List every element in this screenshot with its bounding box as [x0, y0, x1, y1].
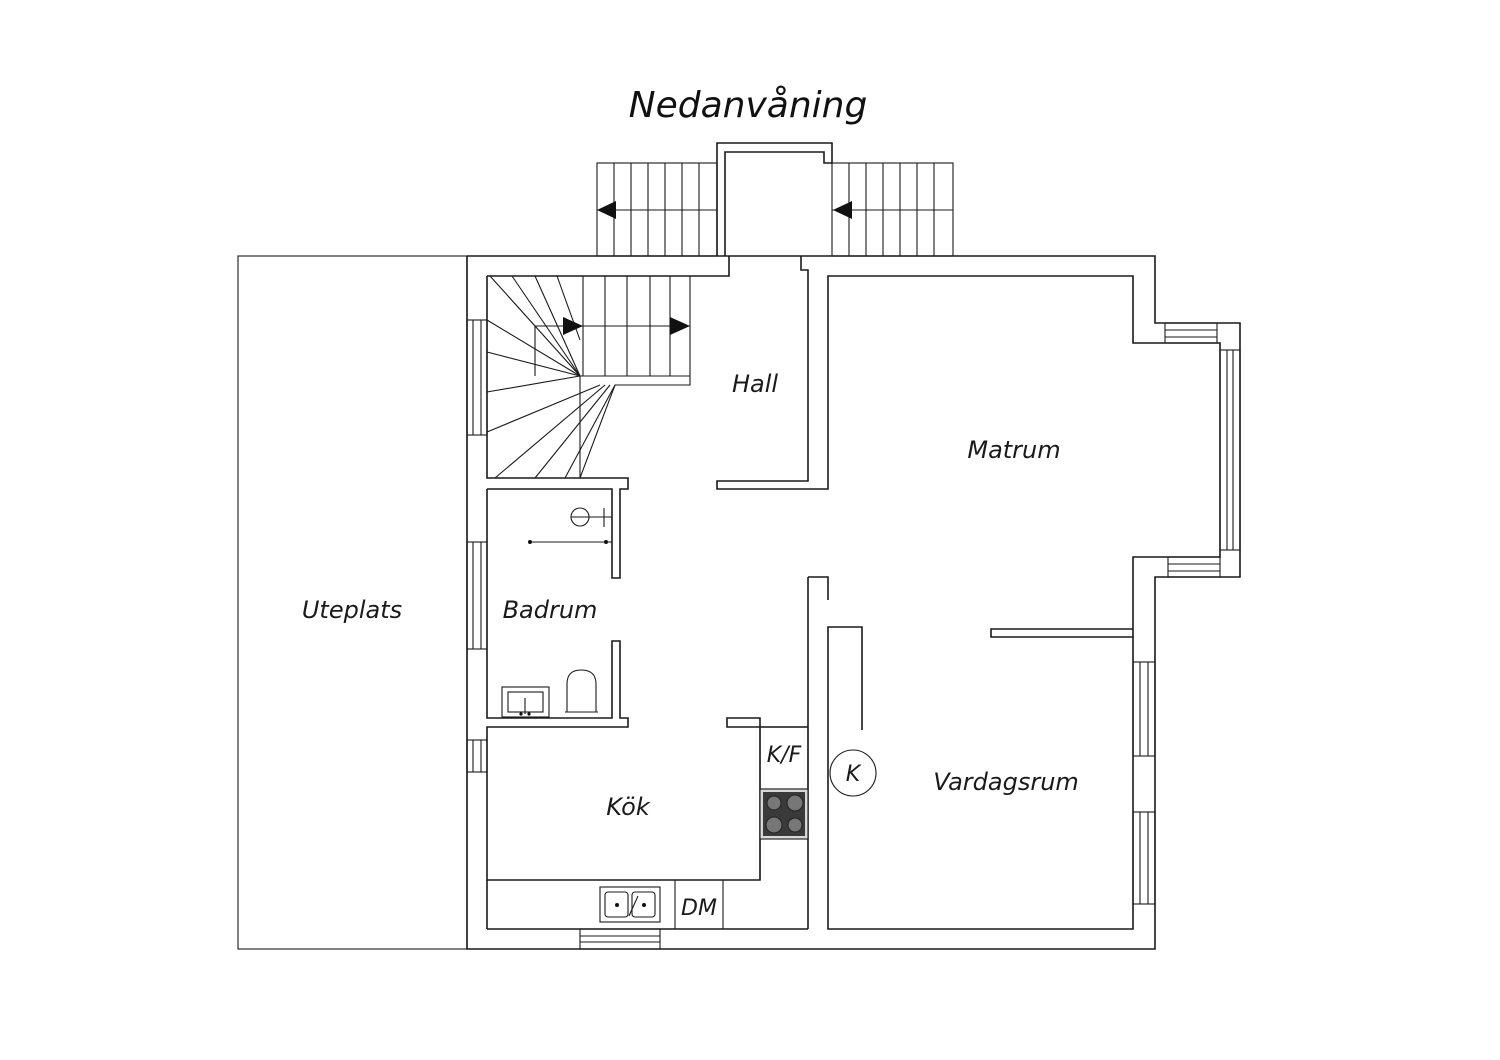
room-label-kok: Kök: [606, 793, 651, 821]
stair-arrow-icon: [833, 201, 852, 219]
symbol-label-k: K: [846, 762, 862, 787]
room-label-hall: Hall: [732, 370, 778, 398]
stair-arrow-icon: [563, 317, 583, 335]
counter: [674, 880, 724, 929]
toilet-icon: [565, 669, 598, 713]
staircase: [486, 275, 691, 479]
sink-icon: [501, 686, 550, 718]
room-label-matrum: Matrum: [967, 436, 1060, 464]
shower-icon: [528, 507, 612, 544]
double-sink-icon: [599, 886, 661, 923]
plan-title: Nedanvåning: [629, 85, 868, 126]
stair-arrow-icon: [670, 317, 690, 335]
symbol-label-dm: DM: [681, 896, 717, 921]
room-label-uteplats: Uteplats: [302, 596, 402, 624]
stove-icon: [763, 792, 805, 836]
symbol-label-kf: K/F: [767, 743, 802, 768]
k-circle: [829, 749, 877, 797]
windows: [466, 319, 1241, 950]
room-label-badrum: Badrum: [503, 596, 598, 624]
entrance-steps: [596, 142, 954, 257]
room-label-vardagsrum: Vardagsrum: [933, 768, 1079, 796]
stair-arrow-icon: [597, 201, 616, 219]
